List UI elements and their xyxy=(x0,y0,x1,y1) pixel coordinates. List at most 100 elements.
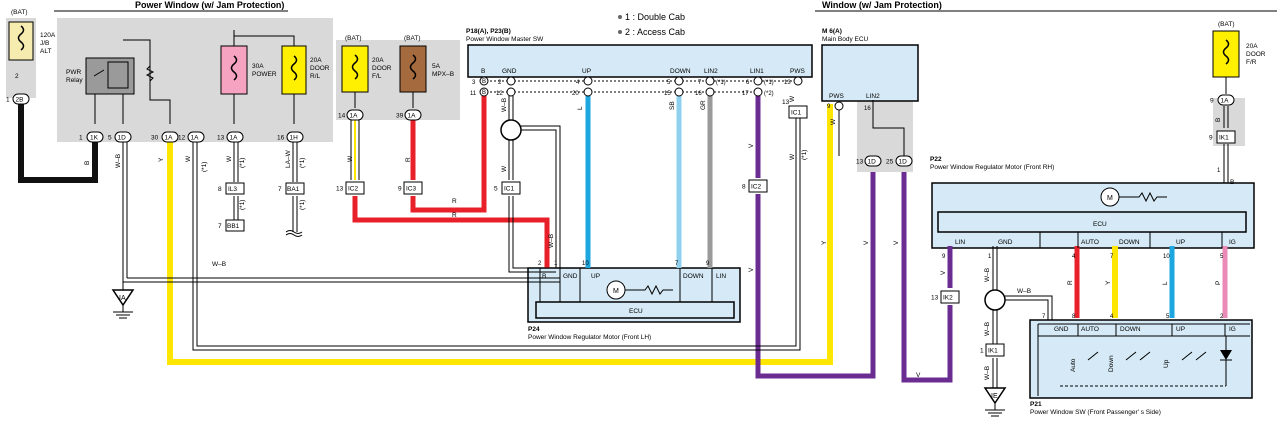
svg-text:1 : Double Cab: 1 : Double Cab xyxy=(625,12,685,22)
svg-text:IC1: IC1 xyxy=(504,186,515,193)
svg-text:1D: 1D xyxy=(899,159,908,166)
svg-text:7: 7 xyxy=(278,186,282,193)
conn-bb1: BB1 7 xyxy=(218,219,245,232)
svg-text:13: 13 xyxy=(336,186,344,193)
svg-text:UP: UP xyxy=(591,273,600,280)
svg-text:IA: IA xyxy=(119,295,126,302)
svg-text:BB1: BB1 xyxy=(227,223,240,230)
svg-text:Auto: Auto xyxy=(1070,358,1077,372)
svg-text:IL3: IL3 xyxy=(228,186,237,193)
svg-text:W: W xyxy=(789,95,796,102)
svg-text:DOOR: DOOR xyxy=(1246,51,1266,58)
svg-text:V: V xyxy=(748,267,755,272)
svg-text:W: W xyxy=(185,155,192,162)
svg-text:IE: IE xyxy=(991,393,998,400)
svg-text:1D: 1D xyxy=(868,159,877,166)
master-pins: B GND UP DOWN LIN2 LIN1 PWS xyxy=(481,68,805,75)
svg-text:DOOR: DOOR xyxy=(372,65,392,72)
svg-text:(*1): (*1) xyxy=(764,80,774,86)
ground-ie: IE xyxy=(983,387,1007,417)
svg-text:M: M xyxy=(1107,195,1113,202)
svg-text:V: V xyxy=(940,270,947,275)
svg-text:5A: 5A xyxy=(432,63,441,70)
svg-text:IK1: IK1 xyxy=(1219,135,1229,142)
svg-text:3: 3 xyxy=(472,80,476,86)
conn-1k: 1K 1 xyxy=(79,131,104,143)
svg-text:1: 1 xyxy=(79,135,83,142)
svg-text:AUTO: AUTO xyxy=(1081,239,1099,246)
ecu-pin-nums: 9 16 xyxy=(827,101,871,112)
svg-text:2 : Access Cab: 2 : Access Cab xyxy=(625,27,685,37)
svg-text:W–B: W–B xyxy=(984,322,991,336)
svg-text:LIN2: LIN2 xyxy=(704,68,718,75)
conn-1a-14: 1A 14 xyxy=(338,109,364,121)
svg-text:W: W xyxy=(789,153,796,160)
svg-text:(*1): (*1) xyxy=(239,200,246,210)
svg-text:Power Window Regulator Motor (: Power Window Regulator Motor (Front RH) xyxy=(930,164,1054,171)
svg-text:1K: 1K xyxy=(90,135,99,142)
fuse-door-fl: (BAT) 20A DOOR F/L xyxy=(341,35,392,108)
pass-sw-label: P21 Power Window SW (Front Passenger' s … xyxy=(1030,401,1161,416)
svg-text:13: 13 xyxy=(784,80,791,86)
svg-text:6: 6 xyxy=(746,80,750,86)
svg-text:R: R xyxy=(452,212,457,219)
svg-text:(*1): (*1) xyxy=(201,162,208,172)
svg-text:1: 1 xyxy=(980,348,984,355)
svg-text:1H: 1H xyxy=(290,135,299,142)
svg-text:GND: GND xyxy=(998,239,1013,246)
svg-text:9: 9 xyxy=(827,104,831,110)
svg-text:16: 16 xyxy=(864,106,871,112)
notes: 1 : Double Cab 2 : Access Cab xyxy=(618,12,685,37)
svg-text:(*1): (*1) xyxy=(299,158,306,168)
svg-text:V: V xyxy=(916,372,921,379)
master-internal xyxy=(490,80,792,93)
svg-text:14: 14 xyxy=(338,113,346,120)
svg-text:W–B: W–B xyxy=(115,154,122,168)
svg-text:4: 4 xyxy=(576,80,580,86)
svg-text:AUTO: AUTO xyxy=(1081,326,1099,333)
svg-text:17: 17 xyxy=(742,91,749,97)
svg-text:IG: IG xyxy=(1229,326,1236,333)
svg-text:ECU: ECU xyxy=(1093,221,1107,228)
svg-text:Down: Down xyxy=(1108,355,1115,372)
svg-text:Relay: Relay xyxy=(66,77,83,84)
svg-text:B: B xyxy=(542,273,546,280)
svg-text:W–B: W–B xyxy=(548,234,555,248)
svg-text:UP: UP xyxy=(582,68,591,75)
conn-ic1-mid: IC1 5 xyxy=(494,181,521,195)
svg-text:5: 5 xyxy=(1220,254,1224,260)
svg-text:R: R xyxy=(1067,280,1074,285)
master-pin-circles: B B 3 2 4 5 7 6 13 11 12 20 15 16 17 (*1… xyxy=(470,76,803,97)
svg-text:9: 9 xyxy=(398,186,402,193)
svg-text:Up: Up xyxy=(1163,359,1170,368)
svg-text:20: 20 xyxy=(572,91,579,97)
svg-text:P21: P21 xyxy=(1030,401,1042,408)
svg-text:(*1): (*1) xyxy=(716,80,726,86)
svg-text:4: 4 xyxy=(1110,314,1114,320)
svg-text:L: L xyxy=(1162,281,1169,285)
svg-text:13: 13 xyxy=(782,99,790,106)
svg-text:ECU: ECU xyxy=(629,308,643,315)
conn-1d-25: 1D 25 xyxy=(886,155,913,167)
svg-text:13: 13 xyxy=(217,135,225,142)
svg-text:Main Body ECU: Main Body ECU xyxy=(822,36,869,43)
svg-text:2: 2 xyxy=(498,80,502,86)
svg-text:BA1: BA1 xyxy=(287,186,300,193)
svg-text:IG: IG xyxy=(1229,239,1236,246)
motor-lh-label: P24 Power Window Regulator Motor (Front … xyxy=(528,326,651,341)
fuse-alt: (BAT) 120A J/B ALT xyxy=(8,9,56,61)
svg-text:Power Window Regulator Motor (: Power Window Regulator Motor (Front LH) xyxy=(528,334,651,341)
svg-text:(BAT): (BAT) xyxy=(1218,21,1235,28)
svg-text:1A: 1A xyxy=(191,135,200,142)
svg-text:V: V xyxy=(893,240,900,245)
svg-text:V: V xyxy=(748,143,755,148)
svg-text:5: 5 xyxy=(667,80,671,86)
motor-rh-label: P22 Power Window Regulator Motor (Front … xyxy=(930,156,1054,171)
svg-text:Y: Y xyxy=(1105,280,1112,285)
conn-1a-13: 1A 13 xyxy=(217,131,244,143)
svg-text:IK2: IK2 xyxy=(943,295,953,302)
svg-text:(*2): (*2) xyxy=(764,91,774,97)
svg-text:POWER: POWER xyxy=(252,71,277,78)
svg-text:UP: UP xyxy=(1176,239,1185,246)
